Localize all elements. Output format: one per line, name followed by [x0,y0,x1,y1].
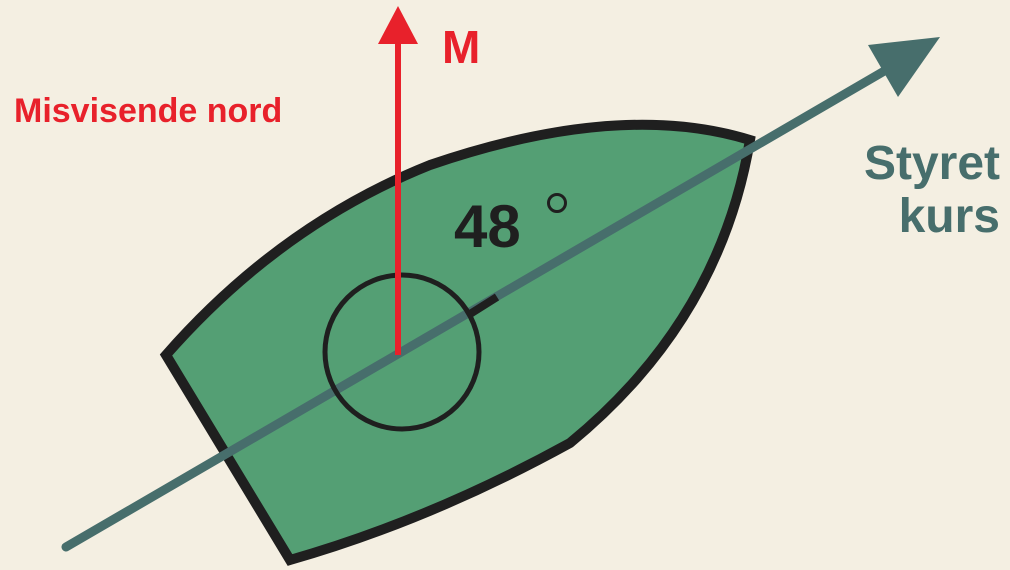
angle-value-label: 48 [454,193,521,260]
course-arrowhead [868,37,940,97]
degree-symbol-icon [547,193,567,213]
compass-lubber-line [467,293,500,318]
north-arrowhead [378,6,418,44]
boat-hull [159,119,756,566]
compass-circle [322,272,482,432]
steered-course-label-line2: kurs [898,189,1000,243]
steered-course-label-line1: Styret [863,137,1000,190]
steered-course-label: Styret kurs [770,137,1000,244]
magnetic-symbol-label: M [442,21,481,73]
magnetic-north-label: Misvisende nord [14,92,283,130]
